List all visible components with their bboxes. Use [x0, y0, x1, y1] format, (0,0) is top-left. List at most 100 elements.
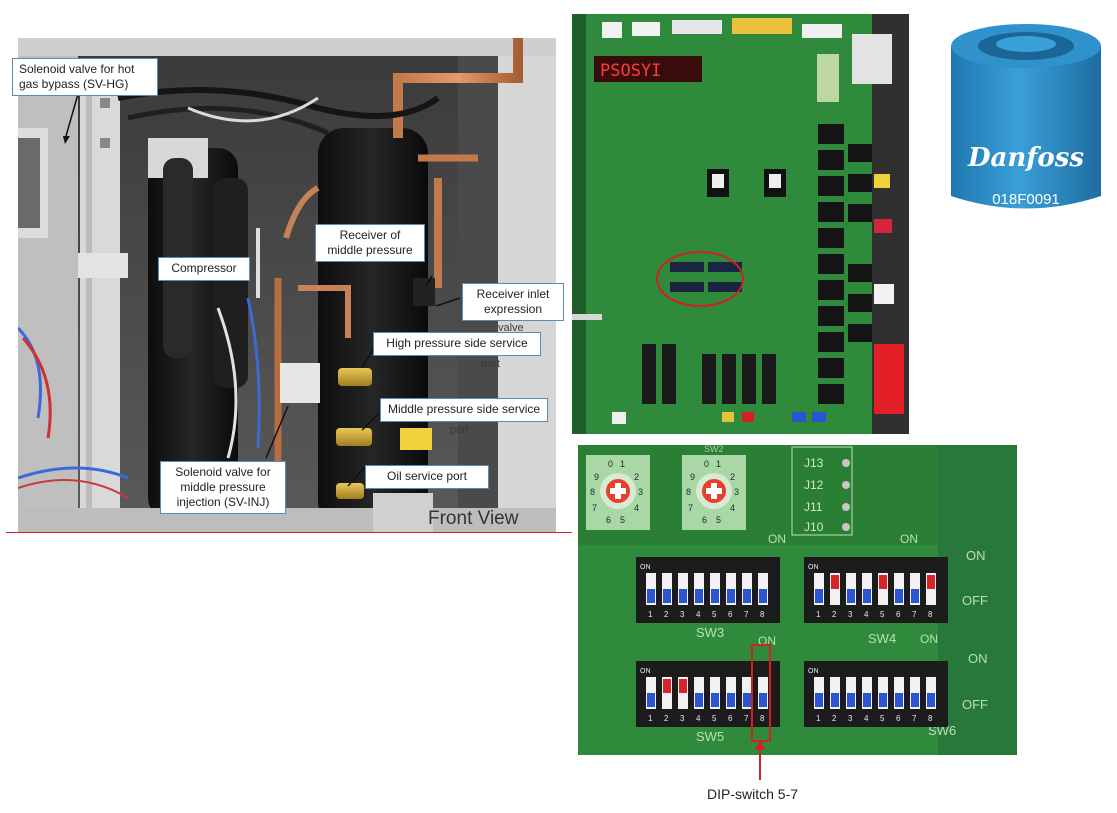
dip-switch-detail-photo: 0 1 2 3 4 5 6 7 8 9 0 1 2 3 4 5 6 7 8	[578, 445, 1017, 755]
sw4-number-1: 1	[816, 610, 821, 619]
sw3-switch-8[interactable]	[759, 589, 767, 603]
svg-text:8: 8	[686, 487, 691, 497]
sw4-switch-5[interactable]	[879, 575, 887, 589]
sw6-switch-1[interactable]	[815, 693, 823, 707]
sw5-number-5: 5	[712, 714, 717, 723]
sw3-switch-5[interactable]	[711, 589, 719, 603]
sw6-switch-8[interactable]	[927, 693, 935, 707]
sw5-switch-7[interactable]	[743, 693, 751, 707]
on-label-sw3: ON	[768, 532, 786, 546]
svg-text:J10: J10	[804, 520, 824, 534]
sw3-number-7: 7	[744, 610, 749, 619]
sw5-switch-1[interactable]	[647, 693, 655, 707]
svg-text:1: 1	[620, 459, 625, 469]
sw3-switch-1[interactable]	[647, 589, 655, 603]
sw4-switch-8[interactable]	[927, 575, 935, 589]
on-label-right-top: ON	[966, 548, 986, 563]
sw3-switch-7[interactable]	[743, 589, 751, 603]
sw3-number-4: 4	[696, 610, 701, 619]
sw4-switch-1[interactable]	[815, 589, 823, 603]
sw4-label: SW4	[868, 631, 896, 646]
pcb-photo: PSOSYI	[572, 14, 909, 434]
sw5-switch-8[interactable]	[759, 693, 767, 707]
sw5-switch-5[interactable]	[711, 693, 719, 707]
sw5-switch-3[interactable]	[679, 679, 687, 693]
sw5-number-2: 2	[664, 714, 669, 723]
sw4-switch-4[interactable]	[863, 589, 871, 603]
svg-text:0: 0	[704, 459, 709, 469]
sw5-number-8: 8	[760, 714, 765, 723]
sw3-number-8: 8	[760, 610, 765, 619]
sw4-number-3: 3	[848, 610, 853, 619]
sw5-number-6: 6	[728, 714, 733, 723]
svg-text:1: 1	[716, 459, 721, 469]
sw6-number-4: 4	[864, 714, 869, 723]
off-label-right-bottom: OFF	[962, 697, 988, 712]
sw6-switch-4[interactable]	[863, 693, 871, 707]
sw4-number-2: 2	[832, 610, 837, 619]
danfoss-part-number: 018F0091	[992, 191, 1060, 208]
svg-text:5: 5	[620, 515, 625, 525]
sw4-switch-6[interactable]	[895, 589, 903, 603]
sw6-switch-7[interactable]	[911, 693, 919, 707]
sw3-number-6: 6	[728, 610, 733, 619]
sw5-on-mark: ON	[640, 668, 651, 675]
sw3-switch-2[interactable]	[663, 589, 671, 603]
sw3-number-5: 5	[712, 610, 717, 619]
sw6-on-mark: ON	[808, 668, 819, 675]
svg-text:J13: J13	[804, 456, 824, 470]
sw3-number-3: 3	[680, 610, 685, 619]
sw6-switch-2[interactable]	[831, 693, 839, 707]
sw6-switch-6[interactable]	[895, 693, 903, 707]
relay-column	[818, 124, 872, 404]
sw5-switch-2[interactable]	[663, 679, 671, 693]
svg-text:6: 6	[606, 515, 611, 525]
sw3-switch-4[interactable]	[695, 589, 703, 603]
sw3-on-mark: ON	[640, 564, 651, 571]
sw5-switch-6[interactable]	[727, 693, 735, 707]
sw3-number-1: 1	[648, 610, 653, 619]
sw6-number-6: 6	[896, 714, 901, 723]
sw5-number-4: 4	[696, 714, 701, 723]
sw6-number-2: 2	[832, 714, 837, 723]
svg-text:0: 0	[608, 459, 613, 469]
middle-pressure-hidden-text: port	[450, 424, 469, 436]
svg-text:7: 7	[592, 503, 597, 513]
sw6-housing	[804, 661, 948, 727]
svg-text:3: 3	[734, 487, 739, 497]
sw5-number-1: 1	[648, 714, 653, 723]
sw3-switch-3[interactable]	[679, 589, 687, 603]
dip-caption-arrow	[755, 740, 765, 780]
dip-switch-caption: DIP-switch 5-7	[707, 786, 799, 802]
receiver-inlet-hidden-text: valve	[498, 322, 524, 334]
svg-text:2: 2	[730, 472, 735, 482]
on-label-sw4: ON	[900, 532, 918, 546]
dip-bank-sw3: ON 1 2 3 4 5 6 7 8	[636, 557, 780, 623]
sw6-switch-3[interactable]	[847, 693, 855, 707]
sw4-number-7: 7	[912, 610, 917, 619]
sw4-number-5: 5	[880, 610, 885, 619]
sw6-number-8: 8	[928, 714, 933, 723]
sw5-switch-4[interactable]	[695, 693, 703, 707]
sw6-number-5: 5	[880, 714, 885, 723]
sw4-switch-2[interactable]	[831, 575, 839, 589]
sw4-on-mark: ON	[808, 564, 819, 571]
off-label-right-top: OFF	[962, 593, 988, 608]
sw4-number-4: 4	[864, 610, 869, 619]
sw3-number-2: 2	[664, 610, 669, 619]
callout-middle-pressure: Middle pressure side service	[380, 398, 548, 422]
front-view-underline	[6, 532, 572, 533]
high-pressure-hidden-text: port	[481, 358, 500, 370]
sw6-number-3: 3	[848, 714, 853, 723]
sw4-switch-3[interactable]	[847, 589, 855, 603]
svg-text:5: 5	[716, 515, 721, 525]
sw3-switch-6[interactable]	[727, 589, 735, 603]
sw6-switch-5[interactable]	[879, 693, 887, 707]
callout-oil-port: Oil service port	[365, 465, 489, 489]
sw4-switch-7[interactable]	[911, 589, 919, 603]
on-label-right-bottom: ON	[968, 651, 988, 666]
svg-text:J12: J12	[804, 478, 824, 492]
